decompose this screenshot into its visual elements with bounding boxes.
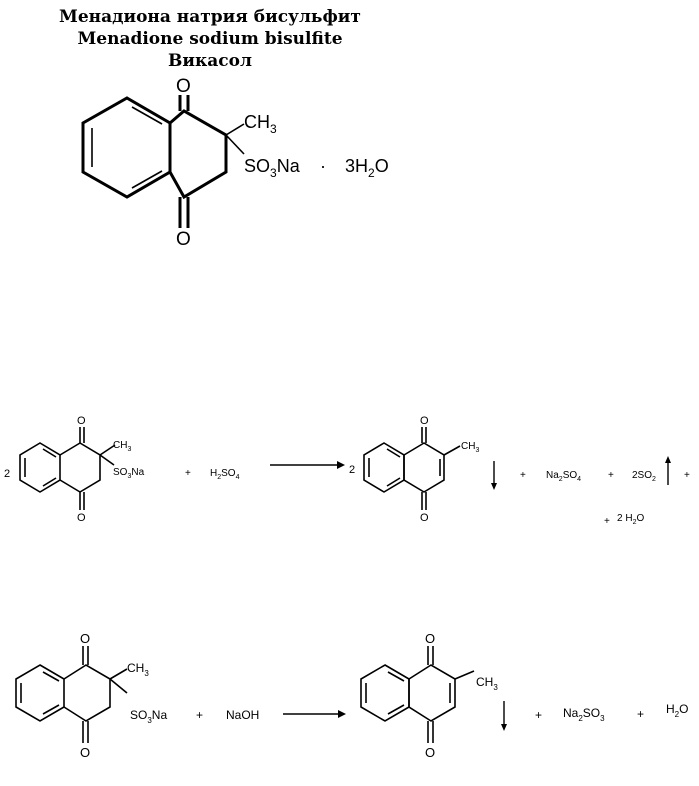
reaction-arrow — [283, 710, 346, 718]
plus-sign: + — [185, 468, 191, 479]
product-menadione: O O CH3 — [360, 631, 498, 760]
reactant-sulfonate: SO3Na — [130, 708, 167, 725]
sodium-hydroxide: NaOH — [226, 708, 259, 722]
plus-sign: + — [684, 470, 690, 481]
plus-sign: + — [196, 708, 203, 722]
carbonyl-o-bottom: O — [176, 229, 191, 250]
sodium-sulfate: Na2SO4 — [546, 470, 581, 483]
product-o-top: O — [420, 415, 429, 427]
product-o-bottom: O — [425, 745, 435, 760]
hydrate-dot: · — [320, 156, 326, 176]
precipitate-arrow-down — [491, 461, 497, 490]
product-methyl: CH3 — [476, 675, 498, 692]
structure-menadione-bisulfite: O O CH3 SO3Na · 3H2O — [81, 76, 389, 250]
reaction-arrow — [270, 461, 345, 469]
sodium-sulfite: Na2SO3 — [563, 706, 605, 723]
hydrate-label: 3H2O — [345, 156, 389, 180]
title-trade-name: Викасол — [168, 51, 252, 71]
plus-sign: + — [637, 707, 644, 721]
water: H2O — [666, 702, 688, 719]
carbonyl-o-top: O — [176, 76, 191, 97]
product-coefficient: 2 — [349, 464, 355, 476]
reaction-acid: 2 O O CH3 SO3Na + H2SO4 2 — [4, 415, 690, 527]
product-o-bottom: O — [420, 512, 429, 524]
sulfuric-acid: H2SO4 — [210, 468, 240, 481]
plus-sign: + — [535, 708, 542, 722]
reactant-sulfonate: SO3Na — [113, 467, 145, 480]
reactant-coefficient: 2 — [4, 468, 10, 480]
reactant-structure: O O CH3 SO3Na — [19, 415, 145, 524]
product-methyl: CH3 — [461, 441, 479, 454]
sulfur-dioxide: 2SO2 — [632, 470, 656, 483]
reactant-methyl: CH3 — [113, 440, 131, 453]
product-menadione: O O CH3 — [363, 415, 479, 524]
sulfonate-label: SO3Na — [244, 156, 301, 180]
title-english: Menadione sodium bisulfite — [77, 29, 343, 49]
plus-sign: + — [604, 516, 610, 527]
benzene-ring — [81, 96, 172, 199]
precipitate-arrow-down — [501, 701, 507, 731]
methyl-label: CH3 — [244, 112, 277, 136]
plus-sign: + — [520, 470, 526, 481]
reactant-o-bottom: O — [77, 512, 86, 524]
compound-title-block: Менадиона натрия бисульфит Menadione sod… — [0, 6, 420, 72]
reaction-base: O O CH3 SO3Na + NaOH O O CH3 — [15, 631, 688, 760]
reactant-o-bottom: O — [80, 745, 90, 760]
reactant-o-top: O — [80, 631, 90, 646]
water: 2 H2O — [617, 513, 644, 526]
title-russian: Менадиона натрия бисульфит — [59, 7, 361, 27]
reactant-methyl: CH3 — [127, 661, 149, 678]
product-o-top: O — [425, 631, 435, 646]
plus-sign: + — [608, 470, 614, 481]
reactant-structure: O O CH3 SO3Na — [15, 631, 167, 760]
gas-arrow-up — [665, 456, 671, 485]
reactant-o-top: O — [77, 415, 86, 427]
